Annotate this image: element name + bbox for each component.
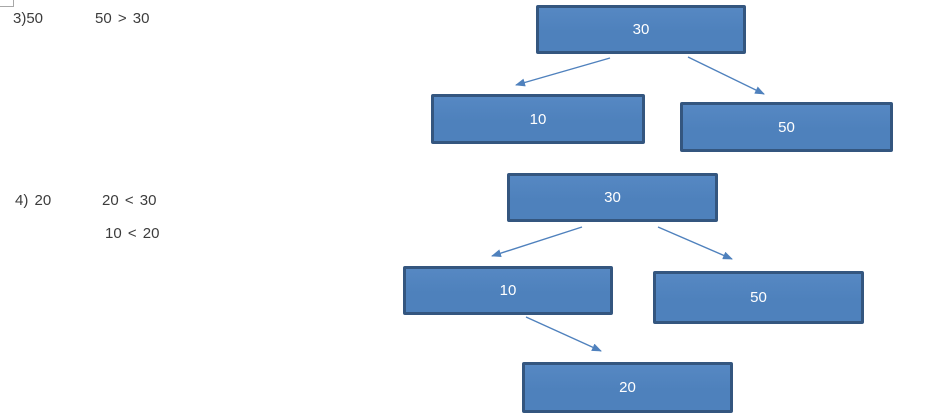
cropped-textbox-corner bbox=[0, 0, 14, 7]
tree1-node-root: 30 bbox=[536, 5, 746, 54]
step-3-comparison-1: 50 > 30 bbox=[95, 10, 150, 27]
tree2-edge-root-to-left-arrow bbox=[491, 226, 583, 258]
tree2-node-left: 10 bbox=[403, 266, 613, 315]
step-4-comparison-2: 10 < 20 bbox=[105, 225, 160, 242]
step-3-label: 3)50 bbox=[13, 10, 44, 27]
tree1-edge-root-to-right-arrow bbox=[687, 56, 765, 95]
tree2-edge-left-to-child-arrow bbox=[525, 316, 602, 352]
tree2-node-right-value: 50 bbox=[750, 289, 767, 306]
tree1-node-right-value: 50 bbox=[778, 118, 795, 136]
step-4-comparison-1: 20 < 30 bbox=[102, 192, 157, 209]
step-4-label: 4) 20 bbox=[15, 192, 52, 209]
tree1-edge-root-to-left-arrow bbox=[515, 57, 611, 87]
tree2-node-left-child-value: 20 bbox=[619, 379, 636, 396]
tree1-node-root-value: 30 bbox=[632, 21, 650, 38]
tree2-node-left-value: 10 bbox=[499, 282, 517, 299]
tree1-node-left-value: 10 bbox=[529, 110, 547, 128]
tree2-node-root: 30 bbox=[507, 173, 718, 222]
tree2-node-root-value: 30 bbox=[604, 189, 621, 206]
tree1-node-left: 10 bbox=[431, 94, 645, 144]
tree2-edge-root-to-right-arrow bbox=[657, 226, 733, 260]
tree2-node-left-child: 20 bbox=[522, 362, 733, 413]
tree1-node-right: 50 bbox=[680, 102, 893, 152]
tree2-node-right: 50 bbox=[653, 271, 864, 324]
